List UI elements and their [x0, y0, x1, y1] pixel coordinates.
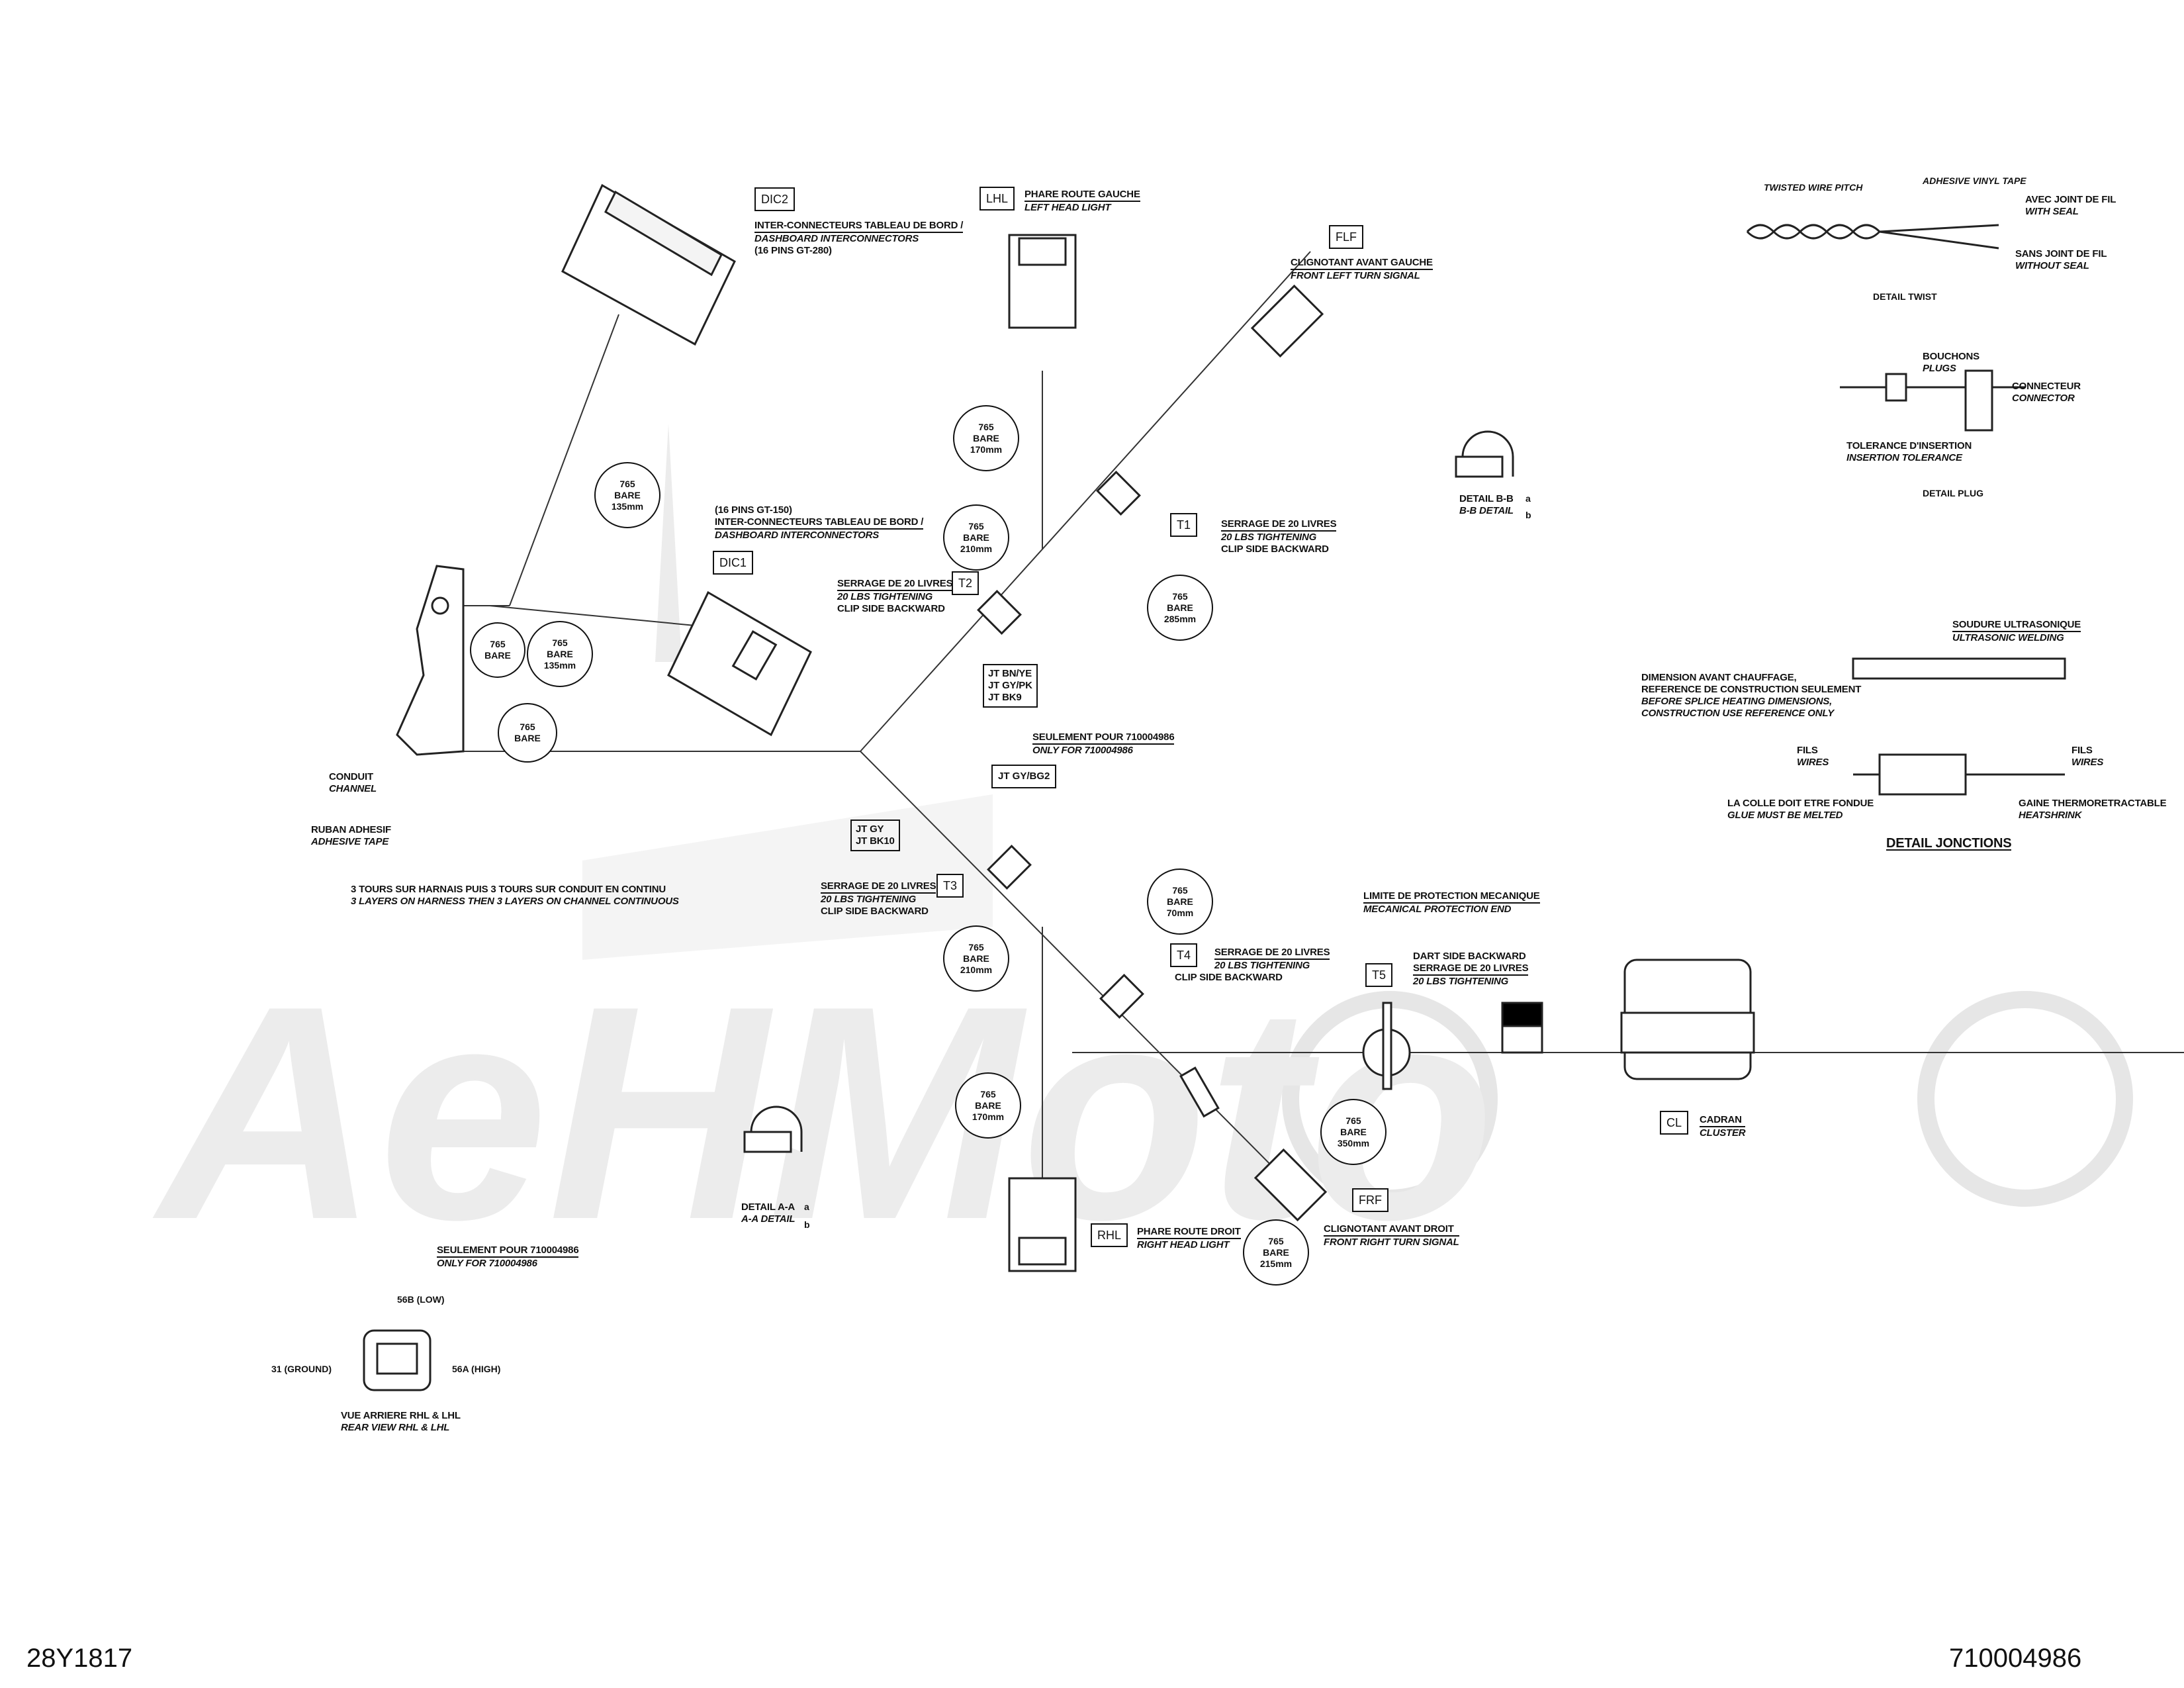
cl-connector [1501, 959, 1755, 1080]
tag-dic2: DIC2 [754, 187, 796, 211]
tag-t5: T5 [1365, 963, 1393, 987]
rear-view-connector [363, 1329, 432, 1391]
tag-cl: CL [1660, 1111, 1689, 1135]
flf-connector [1250, 284, 1324, 358]
junction-dim: DIMENSION AVANT CHAUFFAGE,REFERENCE DE C… [1641, 672, 1862, 719]
label-dic1: (16 PINS GT-150)INTER-CONNECTEURS TABLEA… [715, 504, 924, 541]
label-dic2: INTER-CONNECTEURS TABLEAU DE BORD /DASHB… [754, 220, 964, 256]
splice-tube [1179, 1066, 1220, 1118]
tag-flf: FLF [1329, 225, 1364, 249]
detail-aa-clip [743, 1105, 803, 1153]
small-a-2: a [804, 1201, 809, 1212]
pin-56b: 56B (LOW) [397, 1294, 445, 1305]
pin-56a: 56A (HIGH) [452, 1364, 501, 1374]
lhl-connector [1008, 234, 1077, 329]
twist-detail-drawing [1746, 224, 1999, 250]
tag-lhl: LHL [979, 187, 1015, 211]
t1-clip [1096, 471, 1141, 516]
t3-clip [987, 845, 1032, 890]
splice-detail-drawing [1852, 657, 2066, 796]
small-b-2: b [804, 1219, 810, 1230]
dic2-connector [561, 183, 736, 346]
tag-frf: FRF [1352, 1188, 1388, 1212]
drawing-number-right: 710004986 [1949, 1644, 2082, 1673]
small-a-1: a [1525, 493, 1531, 504]
rhl-connector [1008, 1177, 1077, 1272]
plug-title: DETAIL PLUG [1923, 488, 1984, 498]
tag-t2: T2 [952, 571, 979, 595]
t2-clip [977, 590, 1022, 635]
detail-bb-clip [1455, 430, 1514, 478]
plug-detail-drawing [1840, 369, 2025, 432]
t5-clip [1362, 1002, 1411, 1090]
tag-t3: T3 [936, 874, 964, 898]
dic1-connector [667, 590, 812, 737]
junction-title: DETAIL JONCTIONS [1886, 836, 2012, 851]
tag-t4: T4 [1170, 943, 1198, 967]
twist-pitch: TWISTED WIRE PITCH [1764, 182, 1863, 193]
tag-dic1: DIC1 [713, 551, 754, 575]
frf-connector [1253, 1148, 1328, 1222]
tag-t1: T1 [1170, 513, 1198, 537]
small-b-1: b [1525, 510, 1531, 520]
tag-jt-gy-bg2: JT GY/BG2 [991, 765, 1057, 788]
pin-31: 31 (GROUND) [271, 1364, 332, 1374]
twist-tape: ADHESIVE VINYL TAPE [1923, 175, 2026, 186]
conduit-channel [396, 565, 465, 756]
label-tours: 3 TOURS SUR HARNAIS PUIS 3 TOURS SUR CON… [351, 884, 679, 907]
t4-clip [1099, 974, 1144, 1019]
tag-rhl: RHL [1091, 1223, 1128, 1247]
twist-title: DETAIL TWIST [1873, 291, 1937, 302]
drawing-number-left: 28Y1817 [26, 1644, 133, 1673]
